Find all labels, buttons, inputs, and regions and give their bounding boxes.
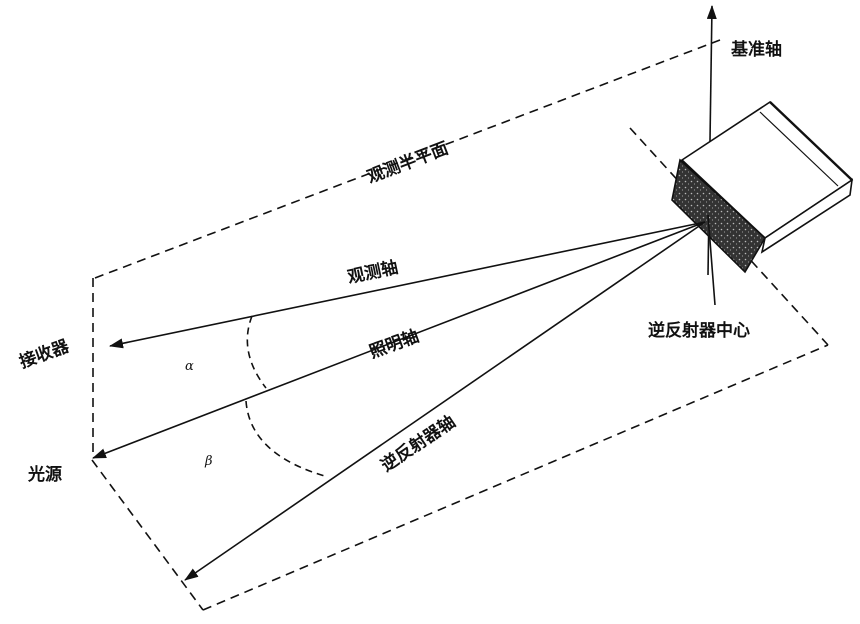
observation-axis-label: 观测轴 [345, 257, 400, 288]
observation-axis-line [109, 221, 706, 349]
center-leader-line [707, 214, 716, 306]
observation-half-plane-outline [91, 39, 829, 611]
alpha-angle-arc [246, 315, 267, 389]
retroreflector-block [671, 100, 854, 274]
beta-angle-arc [245, 400, 329, 478]
illumination-axis-line [92, 221, 706, 459]
retroreflector-axis-label: 逆反射器轴 [377, 411, 459, 476]
reference-axis-label: 基准轴 [730, 39, 782, 60]
retroreflector-center-label: 逆反射器中心 [648, 320, 750, 341]
retroreflector-front-face [671, 158, 767, 274]
receiver-label: 接收器 [17, 335, 73, 373]
alpha-label: α [185, 359, 194, 374]
light-source-label: 光源 [27, 464, 62, 485]
beta-label: β [204, 454, 213, 469]
observation-half-plane-label: 观测半平面 [363, 138, 451, 188]
retroreflector-axis-line [184, 221, 706, 581]
illumination-axis-label: 照明轴 [367, 326, 422, 363]
